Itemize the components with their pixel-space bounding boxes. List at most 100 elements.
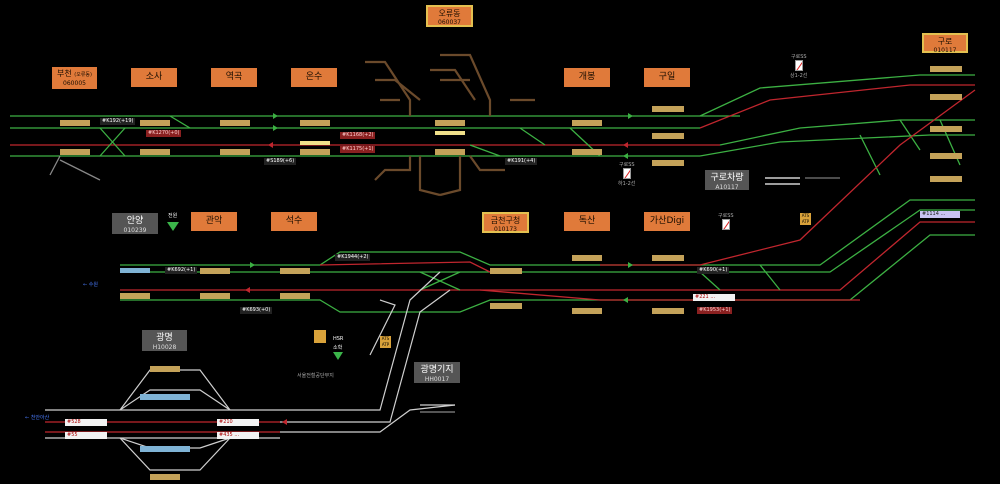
train-tag[interactable]: #528: [65, 419, 107, 426]
platform: [652, 308, 684, 314]
track-upper-to-guro-1: [699, 74, 975, 117]
platform: [220, 120, 250, 126]
station-guro[interactable]: 구로 010117: [922, 33, 968, 54]
train-tag[interactable]: #1114 ...: [920, 211, 960, 218]
anyang-indicator-icon[interactable]: [167, 222, 179, 231]
train-tag[interactable]: #221 ...: [693, 294, 735, 301]
train-tag[interactable]: #S189(+6): [264, 158, 297, 165]
hsr-indicator-icon[interactable]: [333, 352, 343, 360]
station-yeokgok[interactable]: 역곡: [211, 68, 257, 87]
substation-indicator[interactable]: [795, 60, 803, 71]
train-tag[interactable]: #210: [217, 419, 259, 426]
platform: [220, 149, 250, 155]
platform: [572, 149, 602, 155]
platform: [300, 149, 330, 155]
train-tag[interactable]: #K192(+19): [100, 118, 136, 125]
substation-indicator[interactable]: [722, 219, 730, 230]
platform: [280, 293, 310, 299]
platform: [652, 160, 684, 166]
platform: [490, 268, 522, 274]
station-geumcheon[interactable]: 금천구청 010173: [482, 212, 529, 233]
direction-cheonan: ← 천안아산: [25, 415, 50, 421]
platform: [490, 303, 522, 309]
track-upper-to-guro-3: [719, 119, 975, 146]
platform: [652, 255, 684, 261]
train-tag[interactable]: #K1168(+2): [340, 132, 376, 139]
station-gaebong[interactable]: 개봉: [564, 68, 610, 87]
station-gwangmyeong-depot[interactable]: 광명기지 HH0017: [414, 362, 460, 383]
platform: [930, 176, 962, 182]
train-tag[interactable]: #K1270(+0): [146, 130, 182, 137]
platform: [140, 394, 190, 400]
platform: [930, 66, 962, 72]
track-upper-to-guro-4: [699, 134, 975, 157]
track-lower-4: [120, 234, 975, 313]
platform: [435, 149, 465, 155]
platform: [60, 120, 90, 126]
substation-label: 구로SS: [619, 162, 635, 168]
hsr-sublabel: 소학: [333, 345, 343, 351]
hsr-equipment-icon[interactable]: [314, 330, 326, 343]
substation-label: 구로SS: [718, 213, 734, 219]
track-upper-to-guro-2: [699, 84, 975, 129]
platform: [572, 255, 602, 261]
platform: [150, 474, 180, 480]
platform: [120, 268, 150, 273]
station-gasan[interactable]: 가산Digi: [644, 212, 690, 231]
platform: [930, 153, 962, 159]
platform: [435, 120, 465, 126]
depot-note: 서울전철공단부지: [297, 373, 334, 379]
train-tag[interactable]: #K690(+1): [697, 267, 730, 274]
hsr-label: HSR: [333, 336, 344, 342]
train-tag[interactable]: #435 ...: [217, 432, 259, 439]
platform: [140, 446, 190, 452]
platform: [200, 268, 230, 274]
track-lower-2: [120, 209, 975, 273]
substation-label: 구로SS: [791, 54, 807, 60]
platform: [120, 293, 150, 299]
station-guro-depot[interactable]: 구로차량 A10117: [705, 170, 749, 191]
station-onsu[interactable]: 온수: [291, 68, 337, 87]
train-tag[interactable]: #K1944(+2): [335, 254, 371, 261]
station-guil[interactable]: 구일: [644, 68, 690, 87]
platform: [200, 293, 230, 299]
station-bucheon[interactable]: 부천 (오류동) 060005: [52, 67, 97, 89]
train-tag[interactable]: #K693(+0): [240, 307, 273, 314]
platform: [652, 133, 684, 139]
train-tag[interactable]: #K1953(+1): [697, 307, 733, 314]
substation-indicator[interactable]: [623, 168, 631, 179]
platform: [572, 120, 602, 126]
direction-suwon: ← 수원: [83, 282, 98, 288]
station-sosa[interactable]: 소사: [131, 68, 177, 87]
platform: [300, 120, 330, 126]
train-tag[interactable]: #K191(+4): [505, 158, 538, 165]
platform: [140, 149, 170, 155]
platform: [930, 126, 962, 132]
track-lower-1: [120, 199, 975, 266]
substation-sublabel: 상1-2선: [790, 73, 808, 79]
platform: [280, 268, 310, 274]
train-tag[interactable]: #K692(+1): [165, 267, 198, 274]
anyang-marker-label: 전원: [168, 213, 178, 219]
substation-sublabel: 하1-2선: [618, 181, 636, 187]
station-doksan[interactable]: 독산: [564, 212, 610, 231]
platform: [150, 366, 180, 372]
platform: [930, 94, 962, 100]
station-gwangmyeong[interactable]: 광명 H10028: [142, 330, 187, 351]
platform: [140, 120, 170, 126]
station-anyang[interactable]: 안양 010239: [112, 213, 158, 234]
train-tag[interactable]: #K1175(+1): [340, 146, 376, 153]
platform: [652, 106, 684, 112]
platform: [60, 149, 90, 155]
station-oryudong[interactable]: 오류동 060037: [426, 5, 473, 27]
platform: [572, 308, 602, 314]
platform: [300, 141, 330, 145]
station-gwanak[interactable]: 관악: [191, 212, 237, 231]
station-seoksu[interactable]: 석수: [271, 212, 317, 231]
track-lower-3: [120, 221, 975, 291]
train-tag[interactable]: #55: [65, 432, 107, 439]
